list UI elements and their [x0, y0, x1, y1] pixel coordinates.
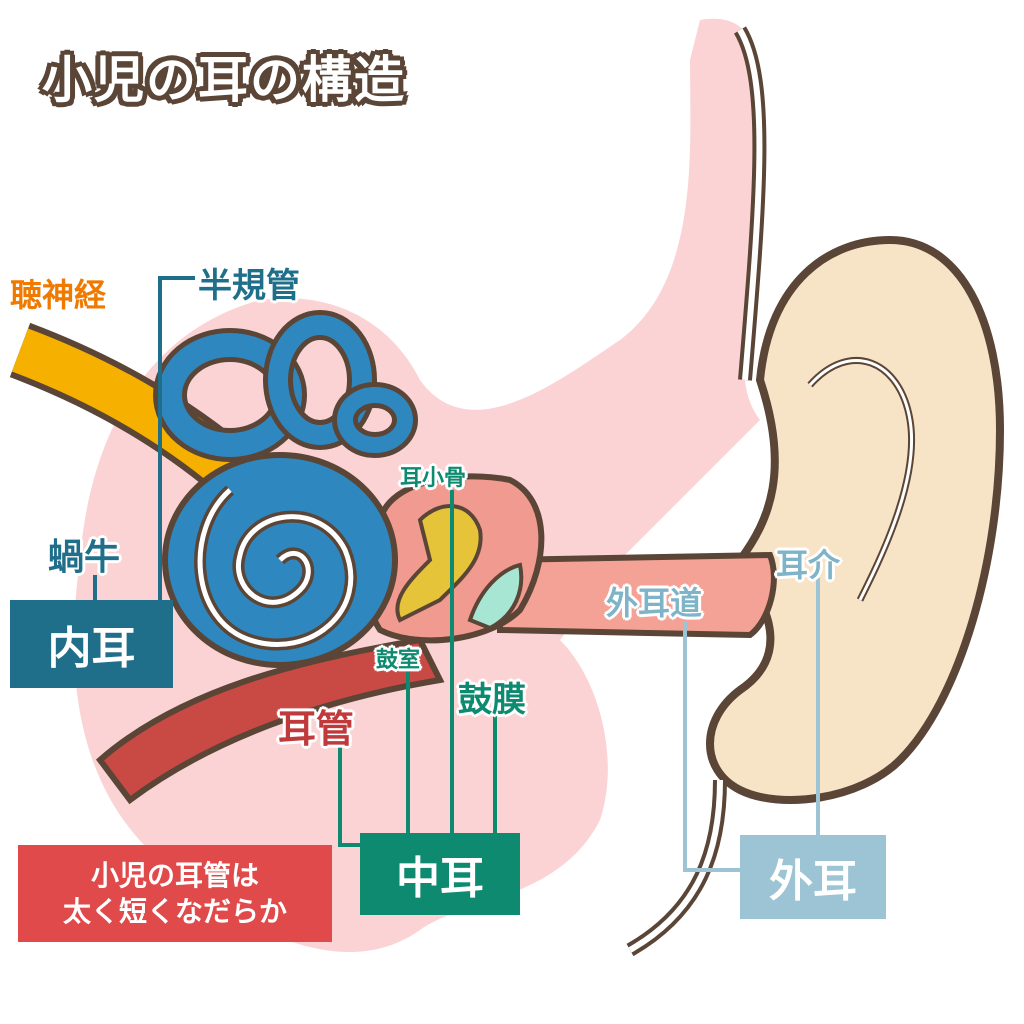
note-line-1: 小児の耳管は: [90, 858, 259, 892]
ear-canal-shape: [497, 551, 777, 639]
label-auricle: 耳介: [776, 546, 841, 584]
eardrum-shape: [467, 562, 524, 631]
outer-ear-box: 外耳: [740, 835, 886, 919]
label-eustachian-tube: 耳管: [278, 707, 355, 751]
middle-ear-box: 中耳: [360, 833, 520, 915]
ossicles-shape: [395, 504, 483, 623]
eustachian-tube-shape: [95, 636, 445, 805]
skin-outline-white: [737, 28, 763, 381]
cochlea-shape: [162, 452, 398, 668]
leader-middle: [338, 745, 365, 847]
label-middle-ear: 中耳: [396, 853, 484, 904]
label-ossicles: 耳小骨: [400, 466, 467, 491]
auricle-inner-fold-white: [808, 359, 913, 601]
semicircular-canals-shape: [153, 310, 418, 462]
label-semicircular-canals: 半規管: [198, 266, 300, 306]
label-eardrum: 鼓膜: [458, 680, 526, 720]
inner-ear-box: 内耳: [10, 600, 173, 688]
leader-semicircular: [158, 276, 195, 600]
page-title: 小児の耳の構造: [42, 51, 406, 109]
label-inner-ear: 内耳: [47, 623, 136, 674]
note-line-2: 太く短くなだらか: [62, 894, 287, 928]
skin-outline-lower-white: [628, 779, 723, 953]
leader-canal: [683, 622, 740, 872]
label-tympanic-cavity: 鼓室: [376, 648, 421, 673]
leader-lines: [93, 276, 820, 872]
note-box: 小児の耳管は 太く短くなだらか: [18, 845, 332, 942]
label-outer-ear: 外耳: [769, 856, 857, 907]
label-ear-canal: 外耳道: [606, 584, 703, 622]
label-cochlea: 蝸牛: [48, 537, 121, 578]
label-auditory-nerve: 聴神経: [10, 276, 107, 314]
